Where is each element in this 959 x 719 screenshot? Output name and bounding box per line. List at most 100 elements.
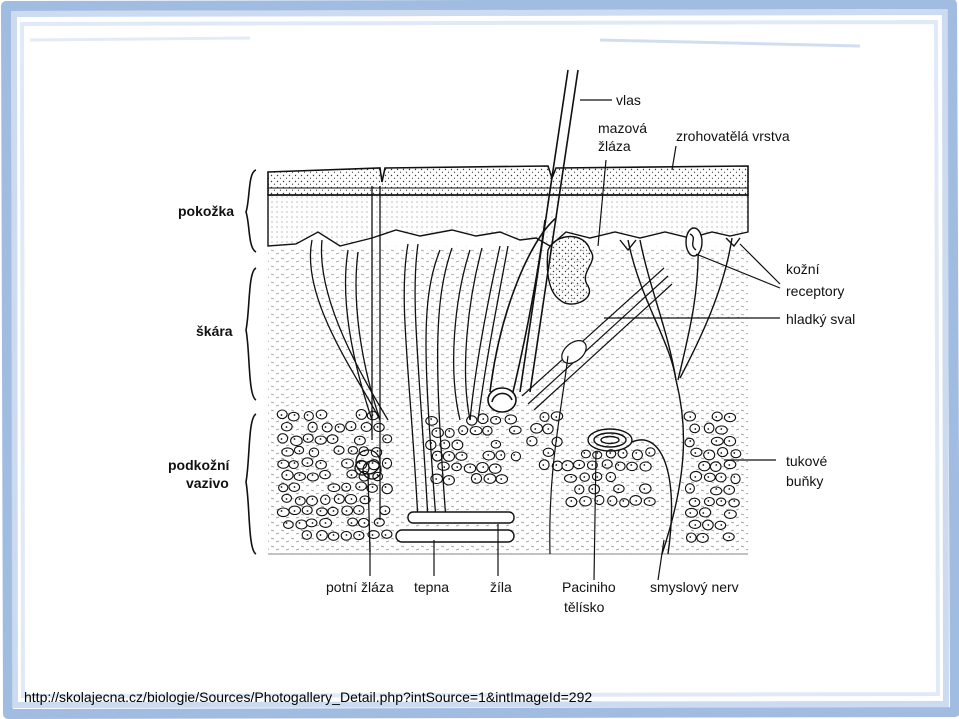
fat-cell xyxy=(314,435,327,445)
fat-cell-nucleus xyxy=(337,450,340,452)
fat-cell xyxy=(306,472,319,482)
capillary-loops xyxy=(309,186,509,521)
fat-cell xyxy=(715,497,727,507)
fat-cell-nucleus xyxy=(311,522,314,524)
fat-cell xyxy=(373,422,385,433)
fat-cell xyxy=(723,484,736,495)
dermis-layer xyxy=(268,246,748,406)
fat-cell-nucleus xyxy=(306,414,309,416)
fat-cell-nucleus xyxy=(534,428,537,430)
fat-cell xyxy=(301,457,314,467)
label-tukove-1: tukové xyxy=(786,453,827,469)
fat-cell xyxy=(355,481,367,491)
fat-cell-nucleus xyxy=(311,426,314,428)
fat-cell-nucleus xyxy=(285,498,288,500)
fat-cell xyxy=(281,447,294,457)
fat-cell xyxy=(302,433,314,443)
fat-cell-nucleus xyxy=(384,438,387,440)
label-zila: žíla xyxy=(490,579,512,595)
fat-cell-nucleus xyxy=(332,486,335,488)
fat-cell xyxy=(703,472,716,482)
fat-cell xyxy=(437,461,450,471)
fat-cell-nucleus xyxy=(337,426,340,428)
fat-cell-nucleus xyxy=(689,416,692,418)
fat-cell xyxy=(626,461,638,472)
fat-cell xyxy=(526,435,538,447)
fat-cell xyxy=(619,498,630,508)
fat-cell-nucleus xyxy=(715,464,718,466)
fat-cell-nucleus xyxy=(469,466,472,468)
fat-cell-nucleus xyxy=(306,438,309,440)
label-receptory-2: receptory xyxy=(786,283,844,299)
fat-cell xyxy=(685,532,697,543)
fat-cell-nucleus xyxy=(311,450,314,452)
fat-cell xyxy=(631,449,643,461)
fat-cell-nucleus xyxy=(456,466,459,468)
fat-cell-nucleus xyxy=(596,500,599,502)
fat-cell-nucleus xyxy=(555,464,558,466)
fat-cell-nucleus xyxy=(635,452,638,454)
fat-cell-nucleus xyxy=(324,474,327,476)
fat-cell-nucleus xyxy=(358,486,361,488)
fat-cell-nucleus xyxy=(435,454,438,456)
fat-cell-nucleus xyxy=(293,462,296,464)
fat-cell xyxy=(710,436,724,446)
fat-cell xyxy=(316,529,328,541)
fat-cell xyxy=(469,425,483,436)
fat-cell-nucleus xyxy=(345,462,348,464)
label-hladky-sval: hladký sval xyxy=(786,311,855,327)
fat-cell xyxy=(333,445,345,455)
fat-cell-nucleus xyxy=(319,414,322,416)
fat-cell-nucleus xyxy=(630,464,633,466)
fat-cell xyxy=(730,473,741,485)
fat-cell xyxy=(278,483,289,493)
fat-cell-nucleus xyxy=(371,534,374,536)
sebaceous-gland xyxy=(546,235,594,305)
fat-cell-nucleus xyxy=(350,522,353,524)
fat-cell xyxy=(277,459,290,469)
fat-cell xyxy=(715,425,728,435)
fat-cell xyxy=(308,447,320,458)
fat-cell-nucleus xyxy=(728,416,731,418)
fat-cell-nucleus xyxy=(508,418,511,420)
fat-cell-nucleus xyxy=(358,510,361,512)
fat-cell-nucleus xyxy=(443,442,446,444)
fat-cell-nucleus xyxy=(495,442,498,444)
fat-cell-nucleus xyxy=(720,428,723,430)
fat-cell-nucleus xyxy=(474,430,477,432)
fat-cell xyxy=(639,483,652,494)
fat-cell-nucleus xyxy=(702,512,705,514)
source-url: http://skolajecna.cz/biologie/Sources/Ph… xyxy=(24,689,593,705)
fat-cell xyxy=(711,411,723,422)
fat-cell-nucleus xyxy=(448,454,451,456)
fat-cell xyxy=(510,451,522,462)
fat-cell xyxy=(703,496,715,507)
fat-cell-nucleus xyxy=(565,464,568,466)
fat-cell xyxy=(703,422,715,434)
fat-cell-nucleus xyxy=(487,430,490,432)
fat-cell-nucleus xyxy=(293,414,296,416)
label-podkozni-1: podkožní xyxy=(168,457,231,473)
fat-cell xyxy=(442,475,455,486)
fat-cell-nucleus xyxy=(487,454,490,456)
fat-cell-nucleus xyxy=(728,512,731,514)
fat-cell-nucleus xyxy=(702,464,705,466)
fat-cell xyxy=(381,529,393,539)
fat-cell-nucleus xyxy=(293,510,296,512)
fat-cell-nucleus xyxy=(298,474,301,476)
fat-cell-nucleus xyxy=(500,478,503,480)
fat-cell xyxy=(316,507,328,517)
fat-cell xyxy=(451,439,464,451)
fat-cell-nucleus xyxy=(319,534,322,536)
fat-cell-nucleus xyxy=(702,536,705,538)
fat-cell xyxy=(639,461,652,472)
fat-cell xyxy=(293,472,306,482)
fat-cell xyxy=(698,460,711,472)
fat-cell xyxy=(551,436,563,447)
label-potni-zlaza: potní žláza xyxy=(326,579,394,595)
fat-cell-nucleus xyxy=(694,524,697,526)
fat-cell xyxy=(696,532,709,543)
fat-cell xyxy=(287,411,300,422)
fat-cell xyxy=(504,414,518,425)
